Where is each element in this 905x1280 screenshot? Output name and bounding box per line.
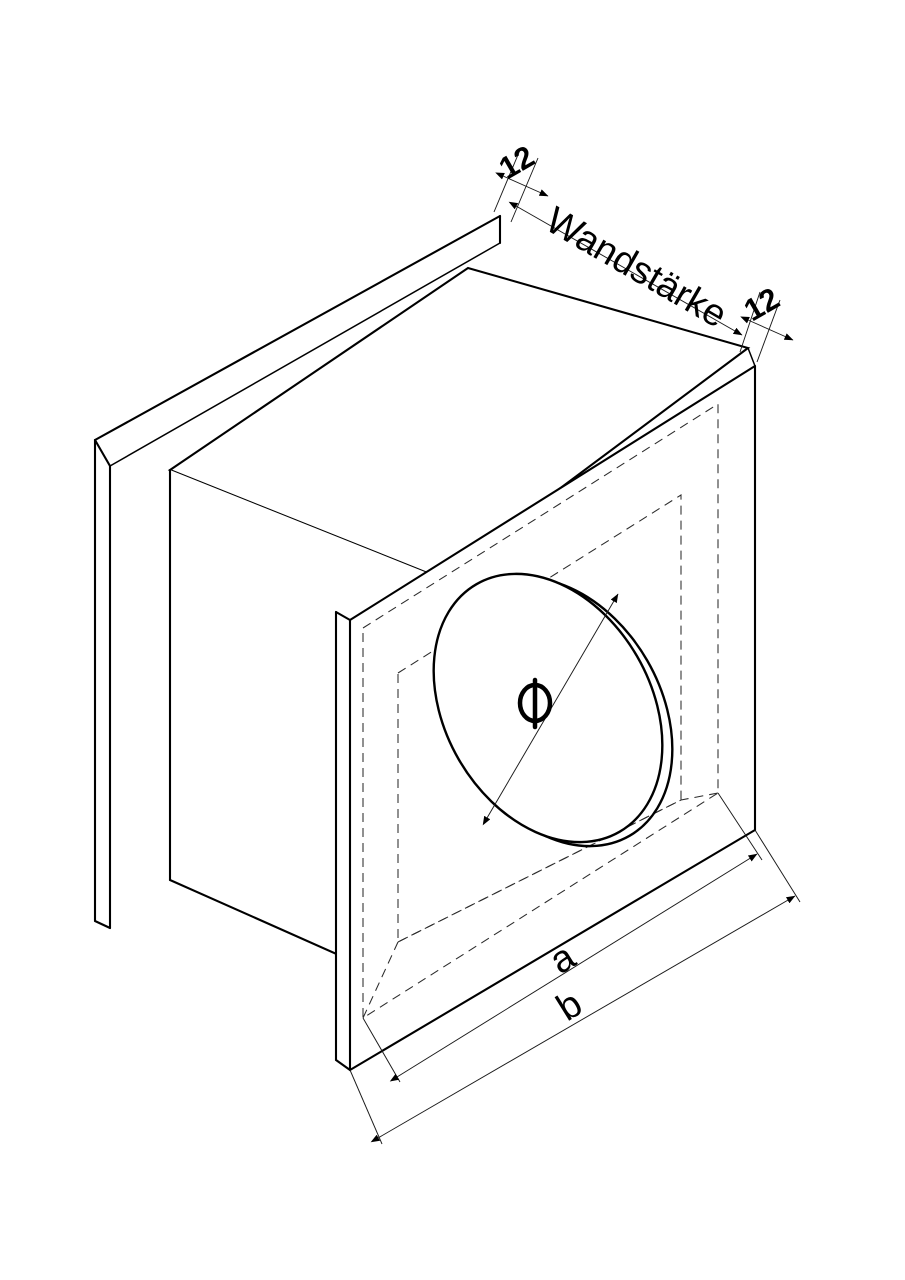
wall-thickness-right-value: 12 bbox=[738, 281, 785, 329]
dimension-a-label: a bbox=[543, 935, 584, 982]
back-plate bbox=[93, 214, 502, 930]
dimension-b-label: b bbox=[550, 983, 590, 1030]
wall-thickness-left-value: 12 bbox=[493, 139, 540, 187]
wall-thickness-left: 12 bbox=[493, 139, 549, 223]
diameter-symbol-glyph bbox=[517, 677, 553, 730]
diameter-dimension: Ø bbox=[482, 593, 619, 826]
